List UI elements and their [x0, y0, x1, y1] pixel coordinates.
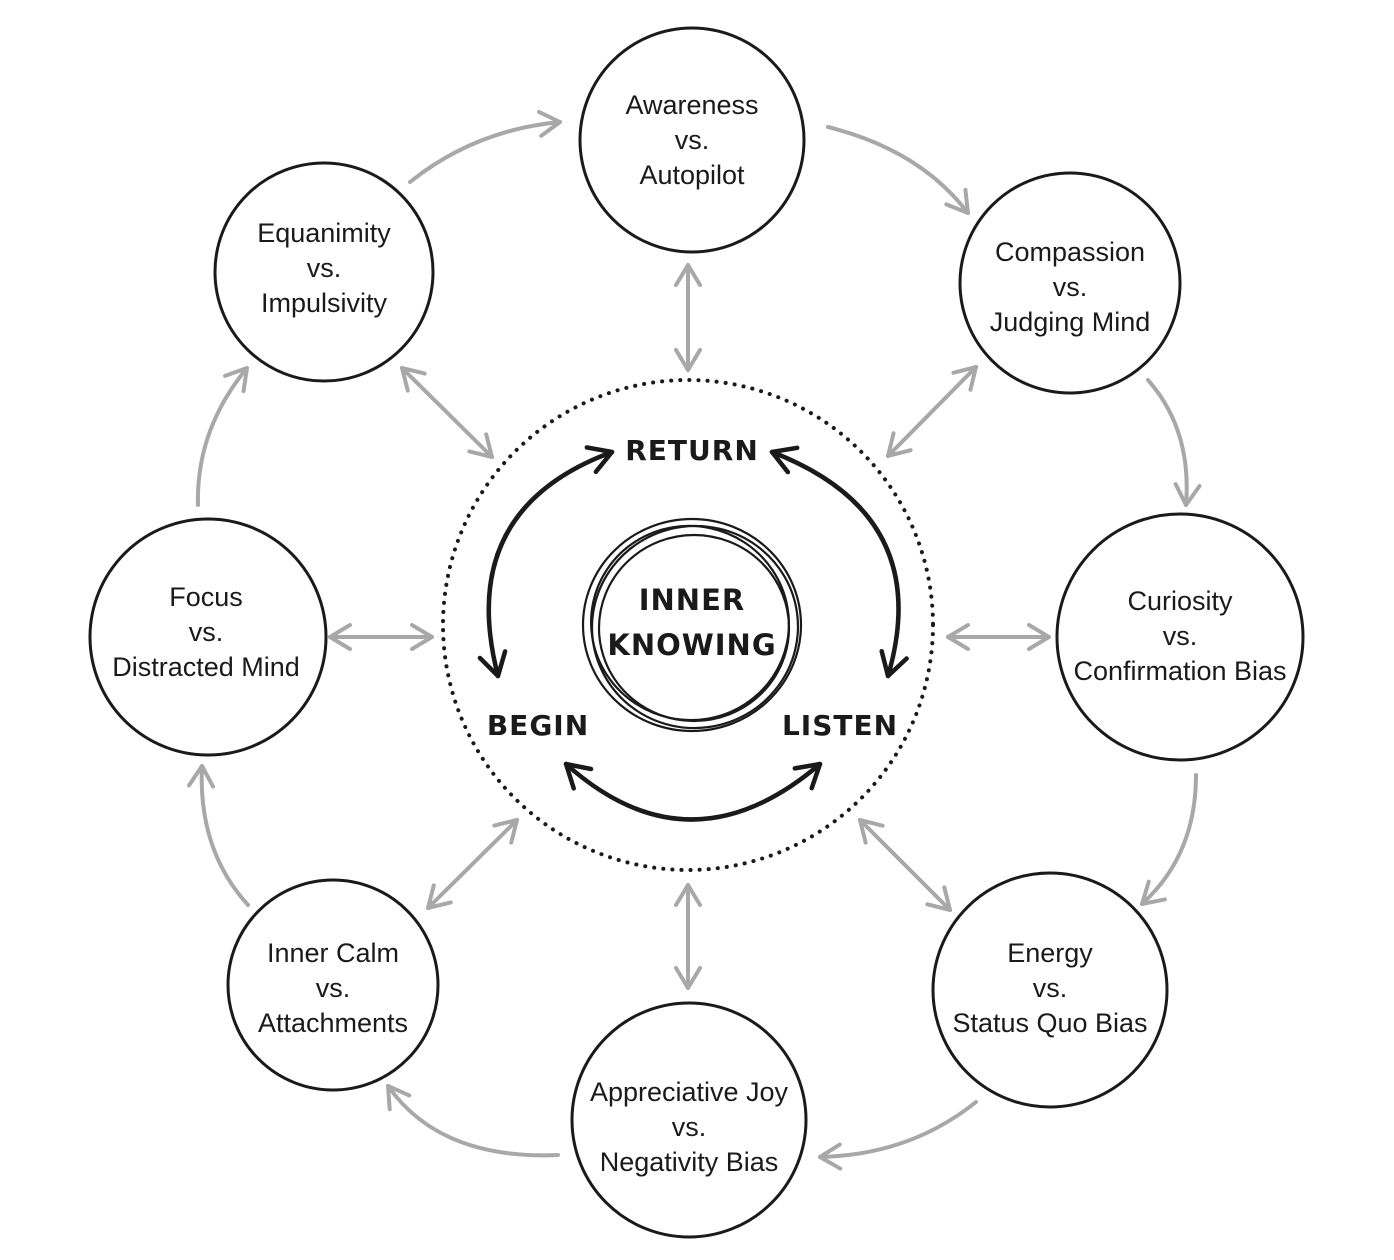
node-line2: vs.: [672, 1112, 707, 1142]
node-circle: [88, 517, 328, 757]
node-line3: Negativity Bias: [600, 1147, 779, 1177]
node-line3: Impulsivity: [261, 288, 388, 318]
inner-knowing-core: INNER KNOWING: [581, 517, 803, 733]
node-line1: Equanimity: [257, 218, 391, 248]
step-label-begin: BEGIN: [487, 709, 589, 742]
node-focus: Focus vs. Distracted Mind: [88, 517, 328, 757]
center-title-line1: INNER: [639, 583, 745, 617]
node-line3: Attachments: [258, 1008, 408, 1038]
center-title-line2: KNOWING: [607, 628, 776, 662]
step-label-return: RETURN: [625, 434, 759, 467]
cycle-arrow-curiosity-to-energy: [1140, 773, 1198, 906]
node-energy: Energy vs. Status Quo Bias: [931, 871, 1169, 1109]
spoke-arrow-compassion: [886, 365, 978, 458]
node-line2: vs.: [675, 125, 710, 155]
node-circle: [578, 26, 806, 254]
inner-loop-arrows: [477, 445, 909, 822]
loop-arrow-begin-return: [477, 445, 615, 679]
node-line3: Judging Mind: [990, 307, 1151, 337]
node-line2: vs.: [316, 973, 351, 1003]
cycle-arrow-energy-to-joy: [818, 1100, 978, 1171]
node-line2: vs.: [1163, 621, 1198, 651]
node-circle: [570, 1001, 808, 1239]
node-line1: Compassion: [995, 237, 1145, 267]
cycle-arrow-inner-calm-to-focus: [187, 764, 250, 907]
center-dotted-ring: [441, 378, 935, 872]
spoke-arrow-energy: [858, 818, 952, 912]
node-line1: Appreciative Joy: [590, 1077, 789, 1107]
node-compassion: Compassion vs. Judging Mind: [958, 171, 1182, 395]
node-line1: Awareness: [625, 90, 758, 120]
node-appreciative-joy: Appreciative Joy vs. Negativity Bias: [570, 1001, 808, 1239]
node-circle: [213, 161, 435, 383]
node-awareness: Awareness vs. Autopilot: [578, 26, 806, 254]
node-line1: Curiosity: [1127, 586, 1233, 616]
node-line3: Autopilot: [639, 160, 745, 190]
loop-arrow-return-listen: [769, 445, 909, 679]
spoke-arrow-equanimity: [400, 366, 494, 459]
node-line2: vs.: [307, 253, 342, 283]
node-line2: vs.: [1053, 272, 1088, 302]
node-circle: [1055, 512, 1305, 762]
node-line1: Focus: [169, 582, 243, 612]
node-line1: Energy: [1007, 938, 1093, 968]
spoke-arrows: [328, 263, 1051, 990]
cycle-arrow-equanimity-to-awareness: [408, 109, 562, 184]
node-line2: vs.: [1033, 973, 1068, 1003]
loop-arrow-begin-listen: [563, 761, 823, 822]
cycle-arrow-awareness-to-compassion: [826, 125, 970, 215]
node-equanimity: Equanimity vs. Impulsivity: [213, 161, 435, 383]
core-ring-2: [590, 524, 800, 730]
node-inner-calm: Inner Calm vs. Attachments: [226, 878, 440, 1092]
core-ring-3: [589, 524, 791, 722]
cycle-arrow-focus-to-equanimity: [195, 366, 249, 507]
core-ring-4: [597, 533, 791, 723]
cycle-arrow-joy-to-inner-calm: [386, 1084, 560, 1158]
node-circle: [958, 171, 1182, 395]
node-line2: vs.: [189, 617, 224, 647]
step-label-listen: LISTEN: [782, 709, 898, 742]
cycle-arrow-compassion-to-curiosity: [1146, 378, 1202, 507]
node-line3: Distracted Mind: [112, 652, 300, 682]
node-line3: Status Quo Bias: [952, 1008, 1147, 1038]
core-ring-1: [581, 517, 803, 733]
cycle-arrows: [187, 109, 1202, 1171]
spoke-arrow-inner-calm: [426, 818, 519, 910]
node-circle: [931, 871, 1169, 1109]
node-line1: Inner Calm: [267, 938, 399, 968]
node-line3: Confirmation Bias: [1073, 656, 1286, 686]
node-curiosity: Curiosity vs. Confirmation Bias: [1055, 512, 1305, 762]
node-circle: [226, 878, 440, 1092]
